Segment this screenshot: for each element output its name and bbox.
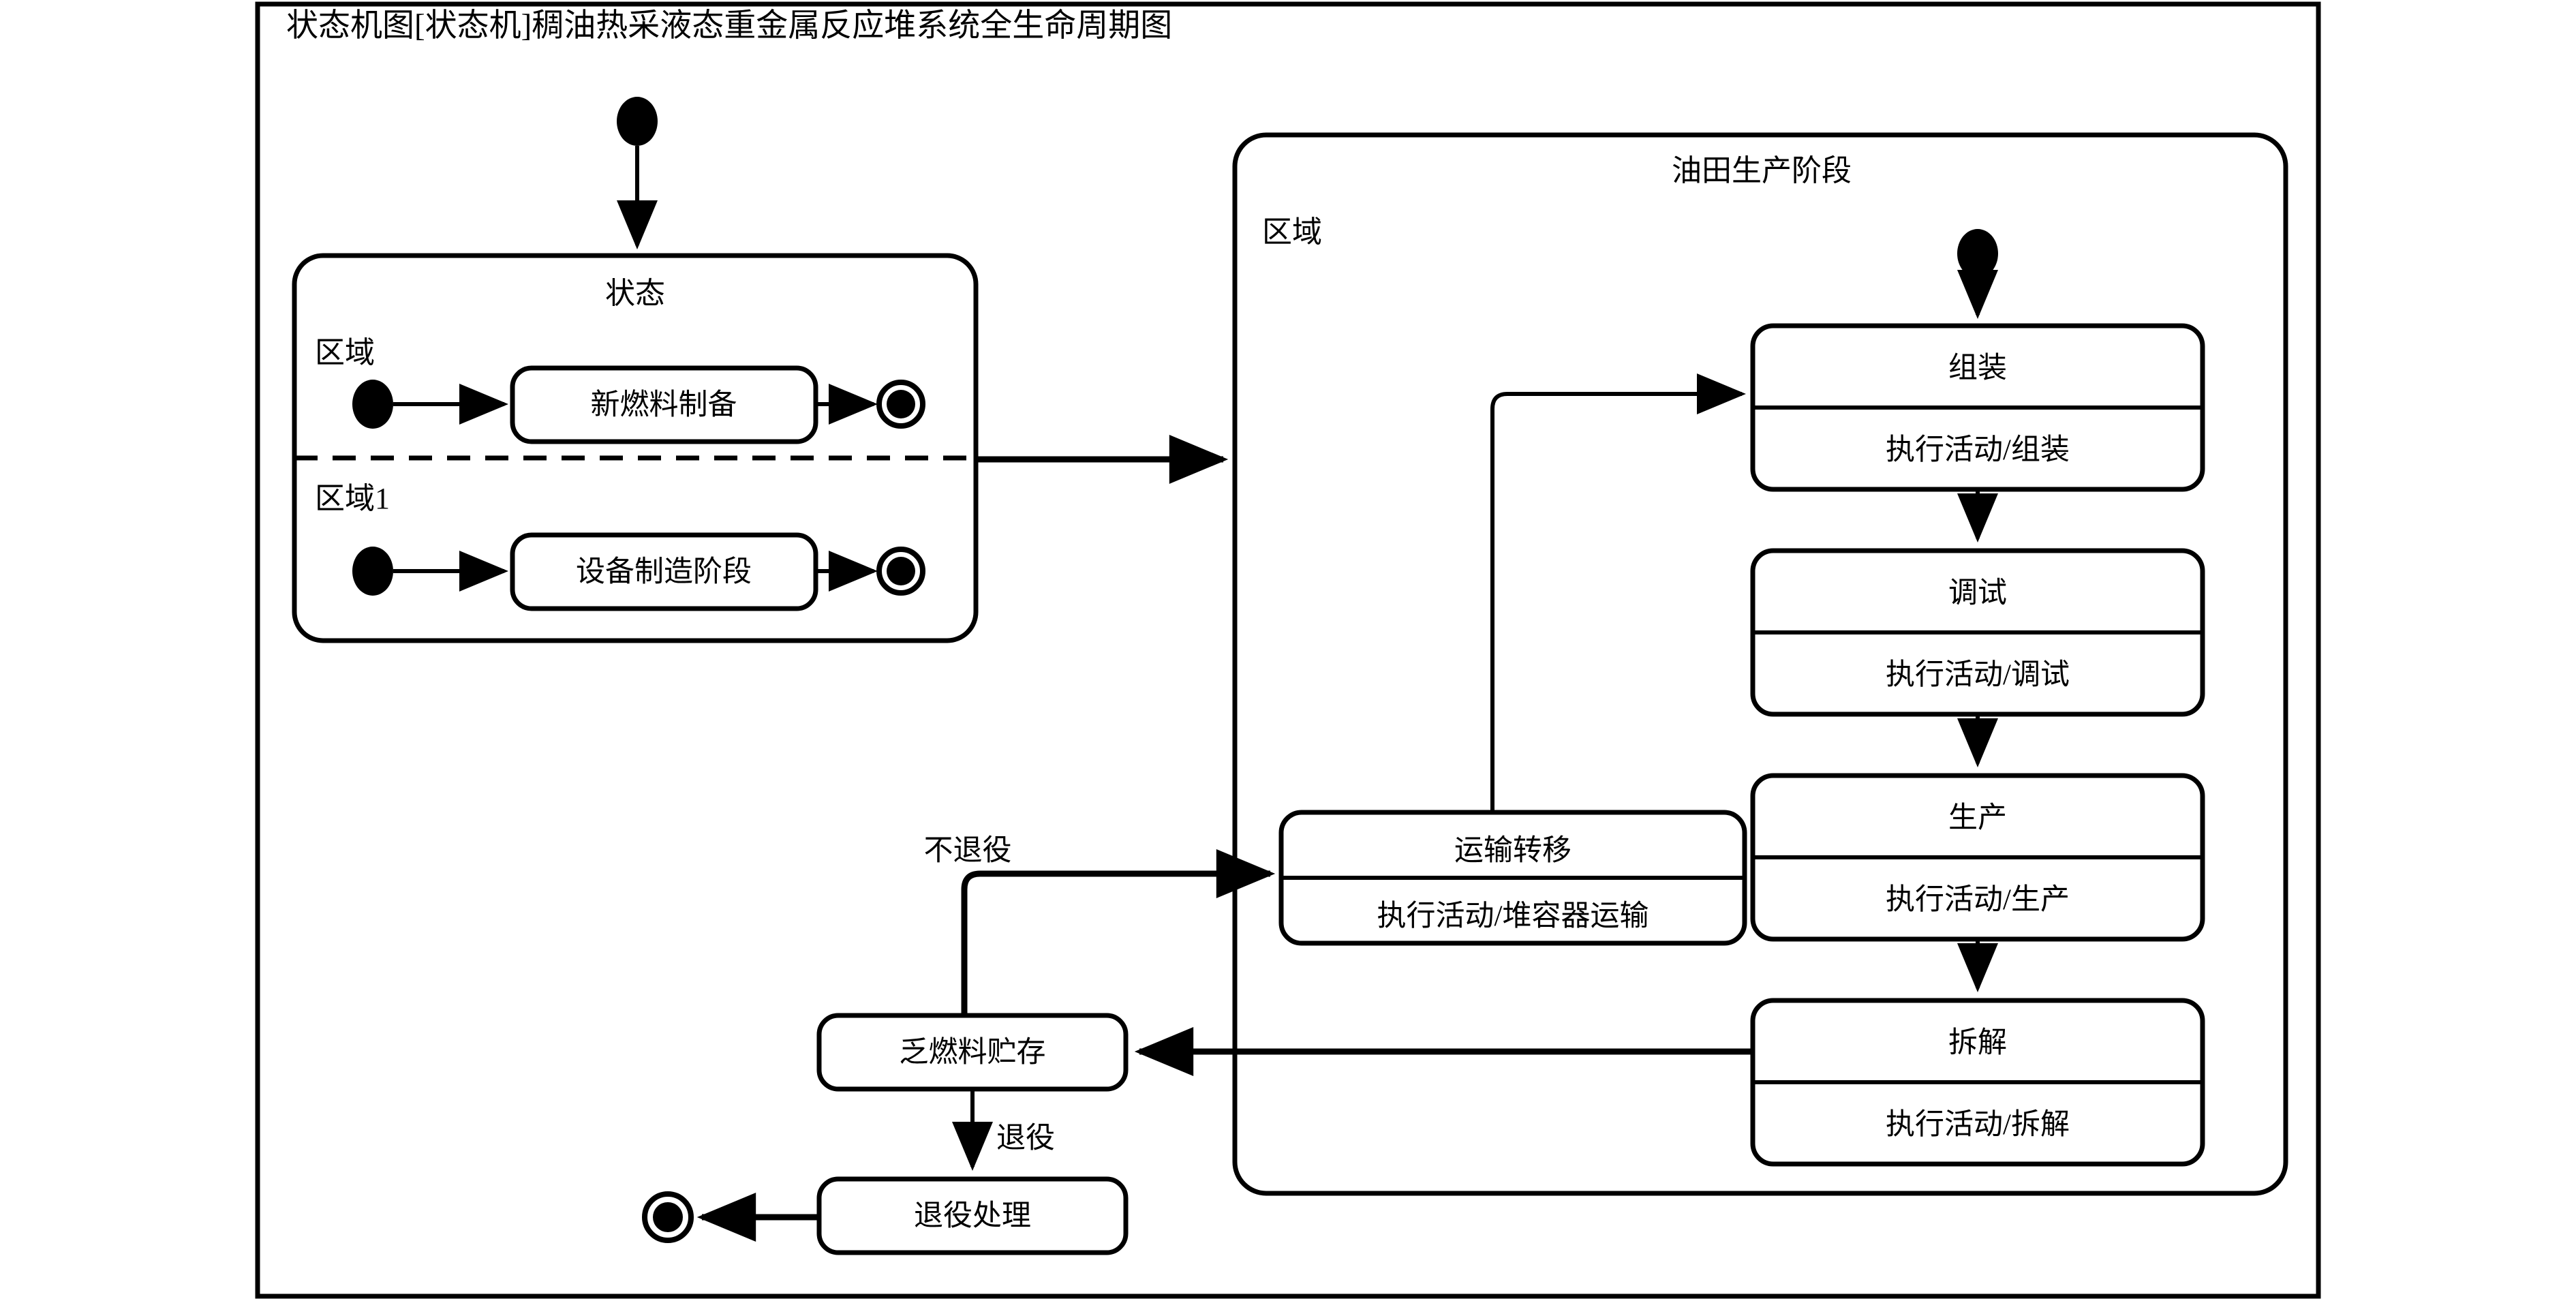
final-node-region-1-inner [887,557,915,585]
state-transport-name: 运输转移 [1454,835,1571,867]
diagram-frame [255,1,2321,1299]
composite-state-fabrication-title: 状态 [605,277,665,310]
initial-node-top [617,97,658,146]
state-assemble-name: 组装 [1948,352,2007,384]
initial-node-region-0 [352,380,393,429]
transition-label-retire: 退役 [996,1122,1055,1154]
state-equipment-manufacture-label: 设备制造阶段 [576,556,752,588]
state-commission-name: 调试 [1948,577,2007,609]
state-dismantle-name: 拆解 [1948,1027,2007,1059]
state-assemble-activity: 执行活动/组装 [1886,434,2070,466]
region-label-1: 区域1 [315,482,390,515]
region-label-0: 区域 [315,336,375,369]
state-produce-activity: 执行活动/生产 [1886,884,2070,916]
state-spent-fuel-storage-label: 乏燃料贮存 [900,1037,1046,1069]
state-new-fuel-prep-label: 新燃料制备 [591,389,737,421]
initial-node-region-1 [352,547,393,596]
transition-label-not-retire: 不退役 [924,835,1012,867]
final-node-bottom-inner [653,1202,683,1232]
state-commission-activity: 执行活动/调试 [1886,659,2070,691]
page-title: 状态机图[状态机]稠油热采液态重金属反应堆系统全生命周期图 [286,8,1172,44]
initial-node-oilfield [1957,229,1998,278]
state-transport-activity: 执行活动/堆容器运输 [1377,900,1649,932]
region-label-oilfield: 区域 [1262,215,1322,249]
state-decommission-processing-label: 退役处理 [914,1200,1031,1232]
final-node-region-0-inner [887,390,915,418]
state-produce-name: 生产 [1948,802,2007,834]
edge-transport-to-assemble [1490,373,1746,812]
composite-state-oilfield-title: 油田生产阶段 [1672,154,1852,187]
edge-spentfuel-to-transport [961,849,1276,1015]
state-dismantle-activity: 执行活动/拆解 [1886,1109,2070,1141]
